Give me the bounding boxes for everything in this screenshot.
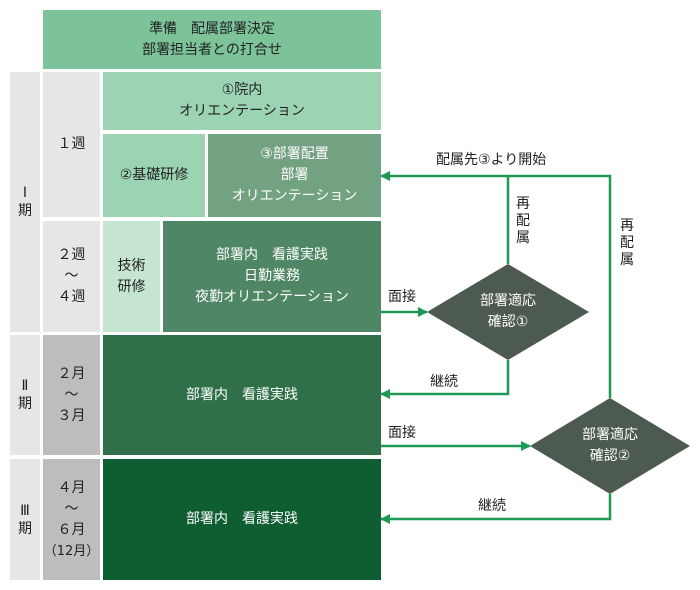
arrow-start-from-3	[380, 171, 612, 398]
practice-box-1: 部署内 看護実践 日勤業務 夜勤オリエンテーション	[163, 221, 381, 332]
basic-training-box: ②基礎研修	[103, 134, 205, 217]
preparation-line-1: 準備 配属部署決定	[149, 20, 275, 37]
decision-1-text: 部署適応 確認①	[448, 288, 568, 336]
period-weeks-2-4: ２週 ～ ４週	[43, 221, 100, 332]
dept-assign-box: ③部署配置 部署 オリエンテーション	[208, 134, 381, 217]
phase-2-label: Ⅱ期	[18, 378, 32, 412]
preparation-box: 準備 配属部署決定 部署担当者との打合せ	[43, 10, 381, 69]
decision-2-line-2: 確認②	[589, 448, 631, 464]
period-months-line-3: ３月	[57, 407, 86, 424]
period-months-4-6-line-1: ４月	[57, 479, 86, 496]
dept-assign-line-2: 部署	[280, 167, 309, 183]
practice-1-line-3: 夜勤オリエンテーション	[195, 289, 349, 305]
decision-2-line-1: 部署適応	[582, 427, 638, 443]
period-weeks-line-3: ４週	[57, 289, 86, 305]
phase-2-cell: Ⅱ期	[10, 335, 40, 455]
basic-training-label: ②基礎研修	[119, 167, 189, 183]
arrow-continue-1	[380, 360, 510, 399]
phase-3-cell: Ⅲ期	[10, 459, 40, 580]
label-start-from-3: 配属先③より開始	[436, 152, 547, 168]
label-interview-2: 面接	[388, 425, 416, 441]
period-week-1-label: １週	[57, 136, 86, 152]
tech-training-line-1: 技術	[117, 257, 146, 274]
dept-assign-line-1: ③部署配置	[260, 146, 329, 162]
label-continue-2: 継続	[478, 498, 506, 514]
period-months-line-1: ２月	[57, 365, 86, 382]
orientation-line-1: ①院内	[221, 82, 263, 98]
decision-1-line-1: 部署適応	[480, 293, 536, 309]
dept-assign-line-3: オリエンテーション	[231, 188, 358, 204]
practice-3-label: 部署内 看護実践	[186, 511, 298, 527]
period-week-1: １週	[43, 72, 100, 217]
period-months-4-6: ４月 ～ ６月 （12月）	[43, 459, 100, 580]
label-continue-1: 継続	[430, 374, 458, 390]
practice-box-3: 部署内 看護実践	[103, 459, 381, 580]
label-interview-1: 面接	[388, 289, 416, 305]
decision-diamond-1	[427, 264, 589, 360]
period-months-4-6-line-3: ６月	[57, 521, 86, 538]
tech-training-line-2: 研修	[117, 278, 146, 295]
period-weeks-line-1: ２週	[57, 247, 86, 263]
label-reassign-1: 再配属	[516, 196, 530, 246]
label-reassign-2: 再配属	[620, 218, 634, 268]
practice-box-2: 部署内 看護実践	[103, 335, 381, 455]
practice-2-label: 部署内 看護実践	[186, 386, 298, 403]
period-weeks-line-2: ～	[64, 268, 79, 284]
practice-1-line-2: 日勤業務	[244, 268, 300, 284]
practice-1-line-1: 部署内 看護実践	[216, 247, 328, 263]
decision-2-text: 部署適応 確認②	[550, 422, 670, 470]
period-months-4-6-line-4: （12月）	[43, 543, 100, 559]
period-months-4-6-line-2: ～	[64, 500, 79, 517]
orientation-box: ①院内 オリエンテーション	[103, 72, 381, 130]
phase-3-label: Ⅲ期	[18, 502, 32, 537]
period-months-2-3: ２月 ～ ３月	[43, 335, 100, 455]
preparation-line-2: 部署担当者との打合せ	[142, 41, 282, 58]
decision-1-line-2: 確認①	[487, 314, 529, 330]
arrow-continue-2	[380, 494, 612, 524]
period-months-line-2: ～	[64, 386, 79, 403]
phase-1-label: Ⅰ期	[18, 185, 32, 219]
tech-training-box: 技術 研修	[103, 221, 160, 332]
decision-diamond-2	[530, 398, 690, 494]
orientation-line-2: オリエンテーション	[179, 103, 305, 119]
phase-1-cell: Ⅰ期	[10, 72, 40, 332]
